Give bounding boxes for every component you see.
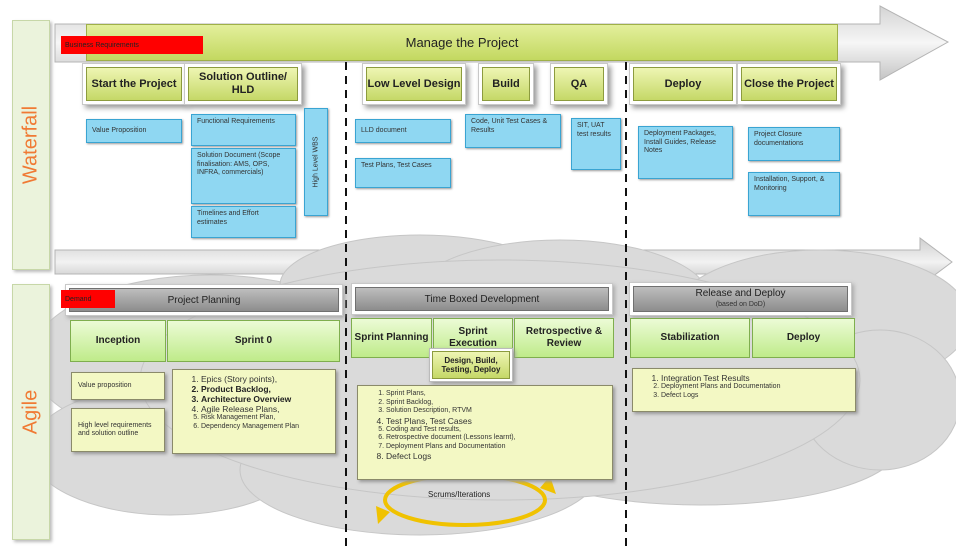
- phase-sprint-planning: Sprint Planning: [351, 318, 432, 358]
- list-item: Solution Description, RTVM: [386, 407, 606, 416]
- phase-deploy: Deploy: [633, 67, 733, 101]
- phase-solution-outline: Solution Outline/ HLD: [188, 67, 298, 101]
- solution-document-box: Solution Document (Scope finalisation: A…: [191, 148, 296, 204]
- list-item: Product Backlog,: [201, 384, 329, 394]
- list-item: Agile Release Plans,: [201, 404, 329, 414]
- list-item: Integration Test Results: [661, 373, 849, 383]
- time-boxed-development-header: Time Boxed Development: [355, 287, 609, 311]
- phase-sprint-0: Sprint 0: [167, 320, 340, 362]
- list-item: Defect Logs: [386, 451, 606, 461]
- code-unit-test-box: Code, Unit Test Cases & Results: [465, 114, 561, 148]
- timebox-deliverables: Sprint Plans, Sprint Backlog, Solution D…: [357, 385, 613, 480]
- phase-stabilization: Stabilization: [630, 318, 750, 358]
- phase-retrospective-review: Retrospective & Review: [514, 318, 614, 358]
- list-item: Epics (Story points),: [201, 374, 329, 384]
- agile-label: Agile: [19, 389, 42, 435]
- phase-build: Build: [482, 67, 530, 101]
- phase-agile-deploy: Deploy: [752, 318, 855, 358]
- list-item: Sprint Backlog,: [386, 399, 606, 408]
- list-item: Risk Management Plan,: [201, 414, 329, 423]
- business-requirements-tag: Business Requirements: [61, 36, 203, 54]
- list-item: Architecture Overview: [201, 394, 329, 404]
- installation-support-box: Installation, Support, & Monitoring: [748, 172, 840, 216]
- phase-low-level-design: Low Level Design: [366, 67, 462, 101]
- agile-value-proposition-box: Value proposition: [71, 372, 165, 400]
- manage-project-title: Manage the Project: [405, 35, 519, 50]
- sprint-0-deliverables: Epics (Story points), Product Backlog, A…: [172, 369, 336, 454]
- waterfall-test-plans-box: Test Plans, Test Cases: [355, 158, 451, 188]
- manage-project-bar: Manage the Project: [86, 24, 838, 61]
- list-item: Test Plans, Test Cases: [386, 416, 606, 426]
- project-closure-box: Project Closure documentations: [748, 127, 840, 161]
- phase-close-project: Close the Project: [741, 67, 837, 101]
- functional-requirements-box: Functional Requirements: [191, 114, 296, 146]
- release-deliverables: Integration Test Results Deployment Plan…: [632, 368, 856, 412]
- high-level-requirements-box: High level requirements and solution out…: [71, 408, 165, 452]
- timelines-box: Timelines and Effort estimates: [191, 206, 296, 238]
- release-deploy-header: Release and Deploy (based on DoD): [633, 286, 848, 312]
- value-proposition-box: Value Proposition: [86, 119, 182, 143]
- sit-uat-box: SIT, UAT test results: [571, 118, 621, 170]
- deployment-packages-box: Deployment Packages, Install Guides, Rel…: [638, 126, 733, 179]
- list-item: Defect Logs: [661, 392, 849, 401]
- waterfall-side-panel: Waterfall: [12, 20, 50, 270]
- list-item: Deployment Plans and Documentation: [661, 383, 849, 392]
- phase-separators: [345, 62, 627, 550]
- list-item: Coding and Test results,: [386, 426, 606, 435]
- list-item: Retrospective document (Lessons learnt),: [386, 434, 606, 443]
- scrums-iterations-label: Scrums/Iterations: [428, 490, 491, 499]
- design-build-testing-box: Design, Build, Testing, Deploy: [432, 351, 510, 379]
- phase-inception: Inception: [70, 320, 166, 362]
- list-item: Deployment Plans and Documentation: [386, 443, 606, 452]
- phase-qa: QA: [554, 67, 604, 101]
- agile-side-panel: Agile: [12, 284, 50, 540]
- phase-start-project: Start the Project: [86, 67, 182, 101]
- list-item: Dependency Management Plan: [201, 423, 329, 432]
- waterfall-label: Waterfall: [19, 105, 42, 185]
- demand-tag: Demand: [61, 290, 115, 308]
- high-level-wbs-box: High Level WBS: [304, 108, 328, 216]
- lld-document-box: LLD document: [355, 119, 451, 143]
- list-item: Sprint Plans,: [386, 390, 606, 399]
